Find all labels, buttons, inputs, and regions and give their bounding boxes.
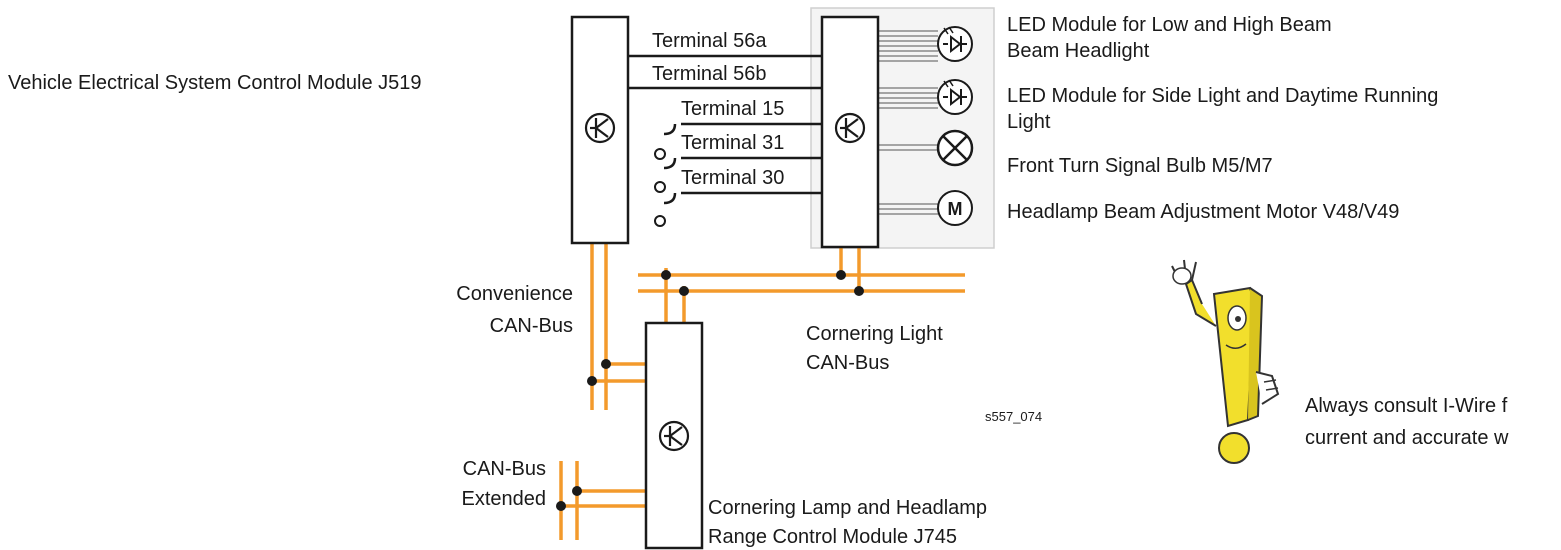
output-wire-bundles (878, 30, 938, 215)
control-unit-icon (658, 420, 690, 452)
j745-module-box (644, 321, 704, 550)
convenience-can-label-2: CAN-Bus (489, 315, 573, 337)
led-low-high-beam-label: LED Module for Low and High Beam Beam He… (1007, 14, 1332, 62)
terminal-30-label: Terminal 30 (681, 167, 785, 189)
led-module-icon (937, 26, 973, 62)
j519-module-label: Vehicle Electrical System Control Module… (8, 72, 422, 94)
control-unit-icon (584, 112, 616, 144)
led-module-icon (937, 79, 973, 115)
note-line-2: current and accurate w (1305, 427, 1509, 449)
terminal-15-label: Terminal 15 (681, 98, 785, 120)
note-line-1: Always consult I-Wire f (1305, 395, 1508, 417)
control-unit-icon (834, 112, 866, 144)
figure-id: s557_074 (985, 409, 1043, 424)
terminal-56b-label: Terminal 56b (652, 63, 767, 85)
terminal-open-contacts (654, 148, 666, 227)
convenience-can-label-1: Convenience (456, 283, 573, 305)
j745-module-label-1: Cornering Lamp and Headlamp (708, 497, 988, 519)
terminal-31-label: Terminal 31 (681, 132, 785, 154)
warning-mascot-icon (1171, 259, 1280, 464)
bulb-icon (936, 129, 974, 167)
terminal-56a-label: Terminal 56a (652, 30, 767, 52)
extended-can-label-1: CAN-Bus (462, 458, 546, 480)
cornering-can-label-1: Cornering Light (806, 323, 943, 345)
beam-adjust-motor-label: Headlamp Beam Adjustment Motor V48/V49 (1007, 201, 1400, 223)
can-bus-junctions (556, 270, 864, 511)
extended-can-label-2: Extended (461, 488, 546, 510)
motor-icon: M (937, 190, 973, 226)
j745-module-label-2: Range Control Module J745 (708, 526, 958, 548)
terminal-wires (628, 54, 822, 205)
led-side-drl-label: LED Module for Side Light and Daytime Ru… (1007, 85, 1439, 133)
motor-symbol: M (948, 199, 963, 219)
cornering-can-label-2: CAN-Bus (806, 352, 890, 374)
turn-signal-bulb-label: Front Turn Signal Bulb M5/M7 (1007, 155, 1273, 177)
